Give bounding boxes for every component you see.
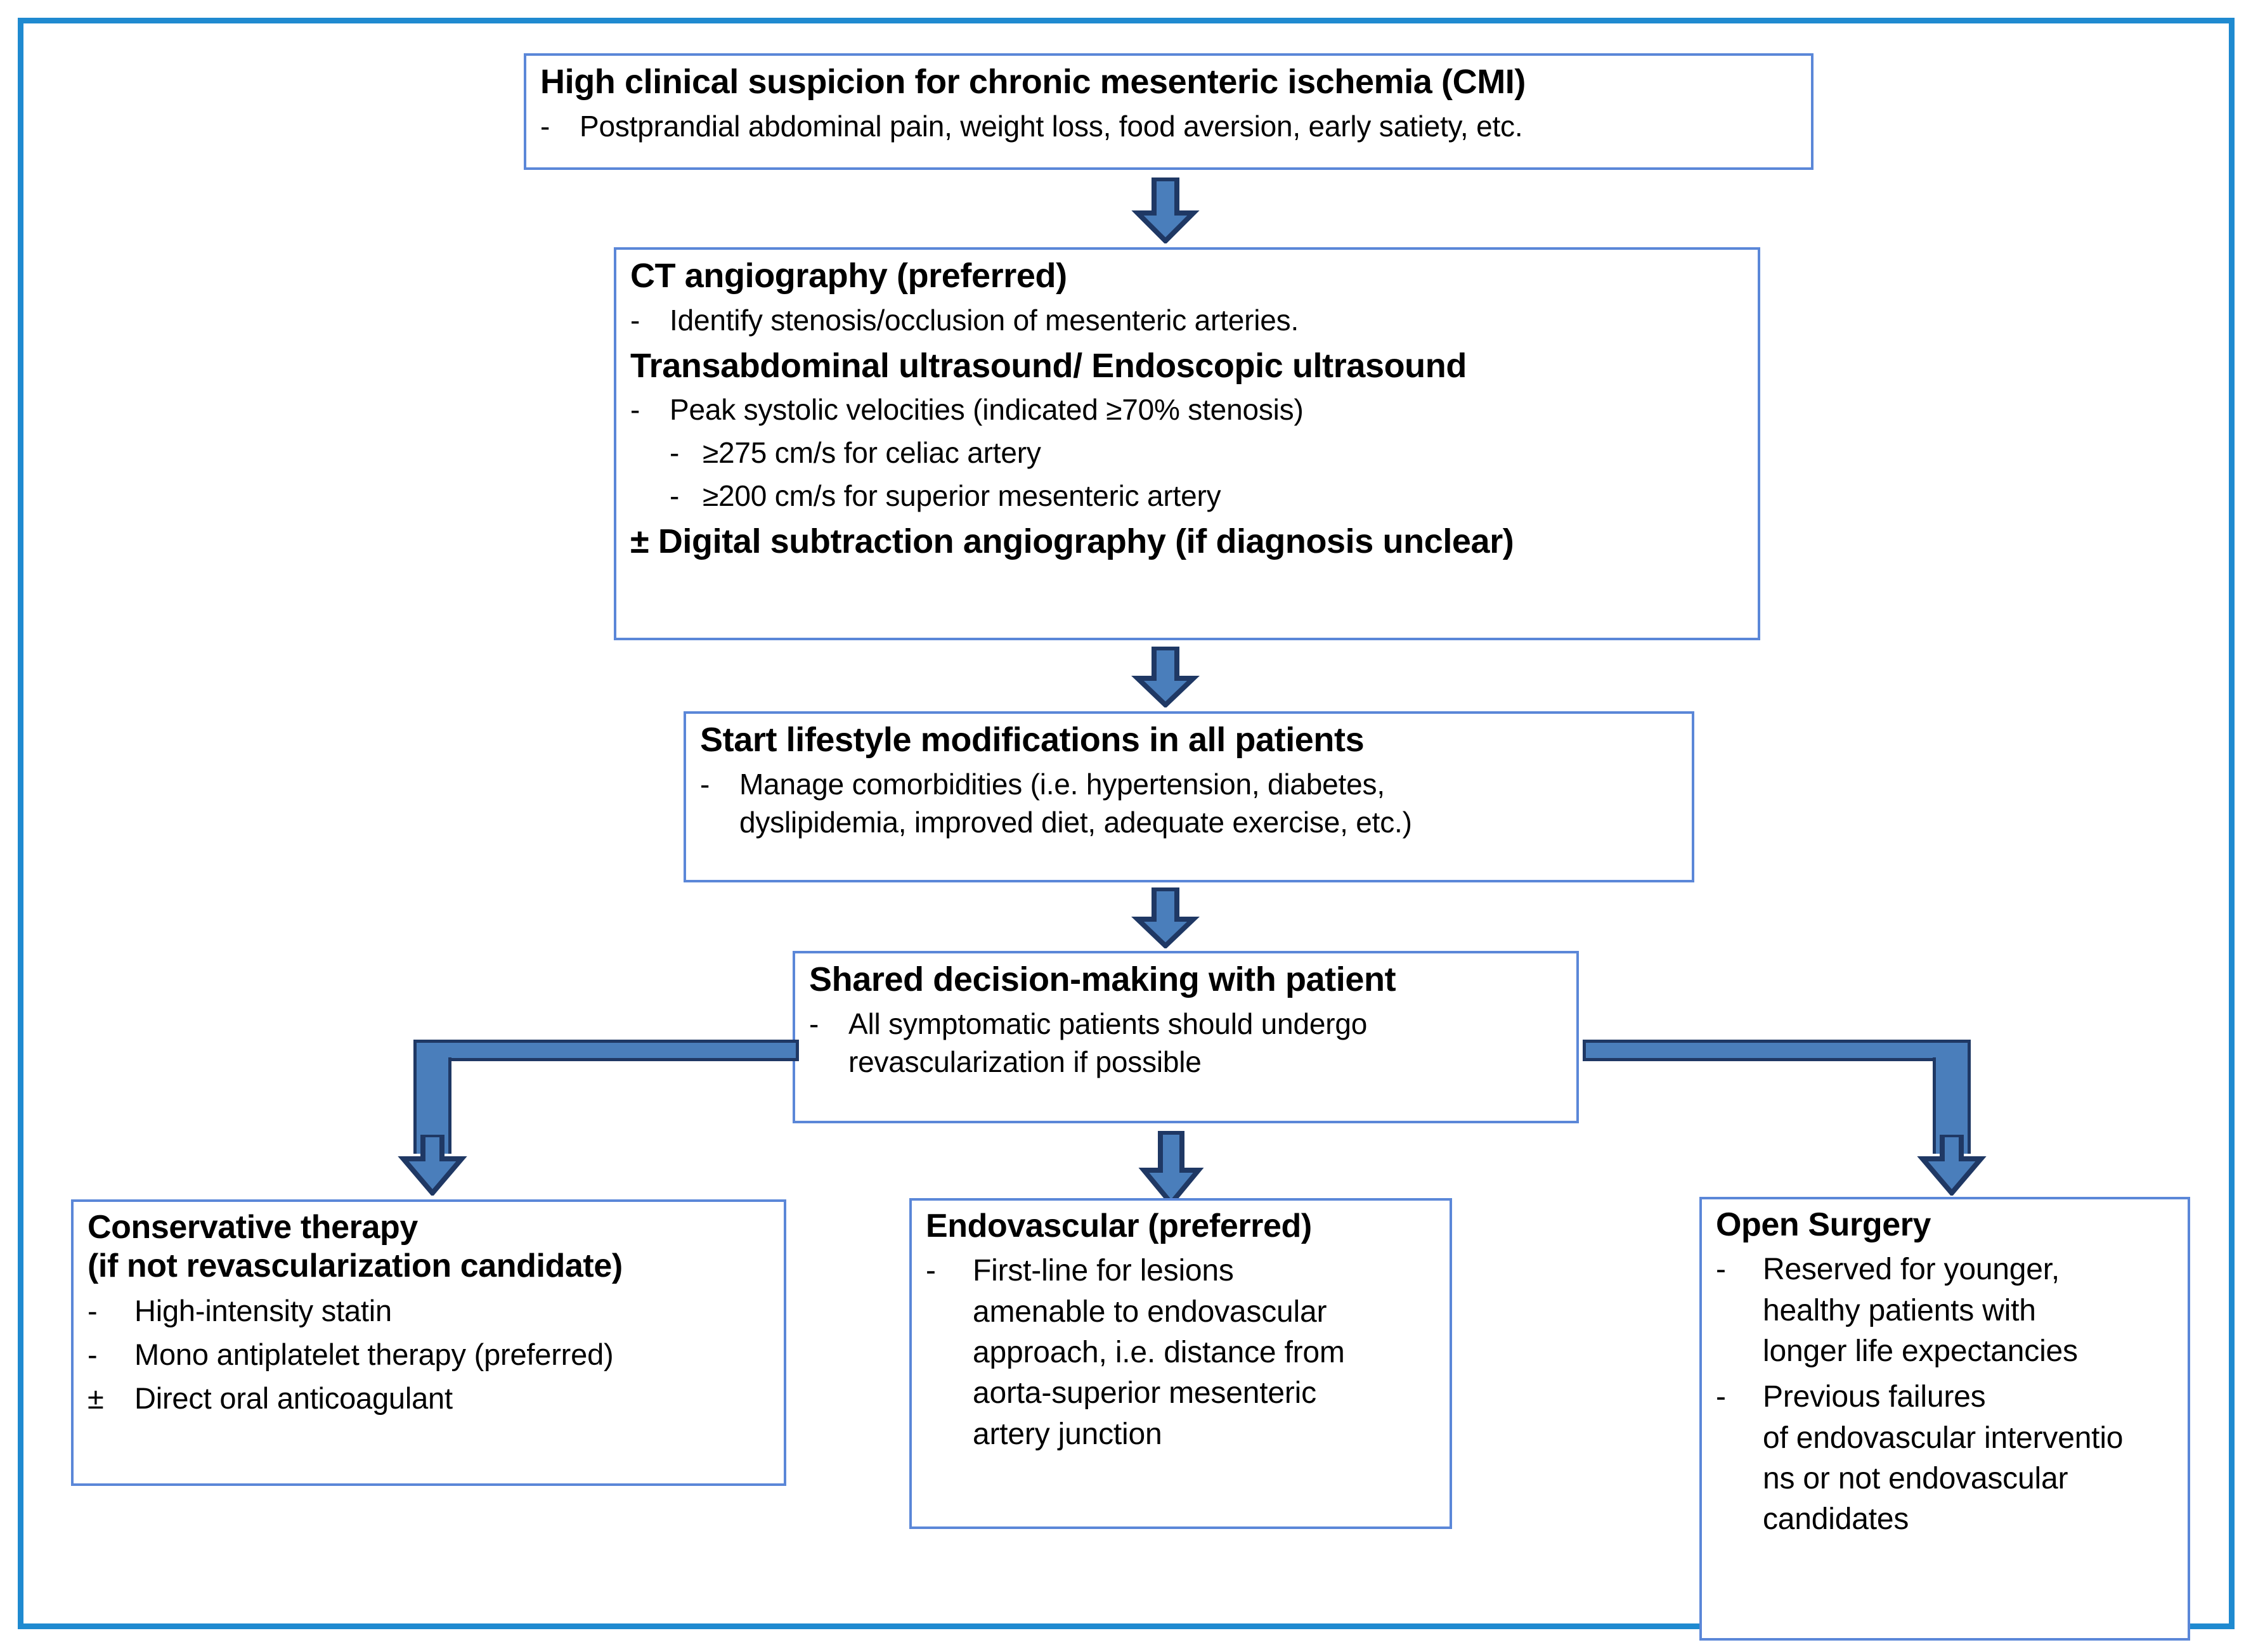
bullet-text: Peak systolic velocities (indicated ≥70%… <box>670 393 1304 427</box>
list-item-sub: - ≥275 cm/s for celiac artery <box>670 434 1748 472</box>
node-section-title: Transabdominal ultrasound/ Endoscopic ul… <box>630 346 1467 385</box>
list-item: - Mono antiplatelet therapy (preferred) <box>88 1335 774 1374</box>
list-item: ± Direct oral anticoagulant <box>88 1379 774 1417</box>
list-item: - Identify stenosis/occlusion of mesente… <box>630 302 1748 340</box>
arrow-shared-to-endovascular <box>1138 1131 1204 1206</box>
node-shared-decision-making: Shared decision-making with patient - Al… <box>793 951 1579 1123</box>
bullet-text: Manage comorbidities (i.e. hypertension,… <box>739 767 1412 839</box>
node-lifestyle-modifications: Start lifestyle modifications in all pat… <box>684 711 1694 882</box>
bullet-marker: - <box>809 1007 819 1040</box>
bullet-text: ≥200 cm/s for superior mesenteric artery <box>703 479 1221 512</box>
node-high-clinical-suspicion: High clinical suspicion for chronic mese… <box>524 53 1814 170</box>
list-item-sub: - ≥200 cm/s for superior mesenteric arte… <box>670 477 1748 515</box>
list-item: - Peak systolic velocities (indicated ≥7… <box>630 391 1748 429</box>
node-title: Open Surgery <box>1716 1206 1931 1243</box>
list-item: - High-intensity statin <box>88 1291 774 1330</box>
bullet-marker: - <box>88 1337 98 1371</box>
list-item: - Postprandial abdominal pain, weight lo… <box>540 108 1801 146</box>
bullet-marker: - <box>670 479 680 512</box>
bullet-text: Reserved for younger, healthy patients w… <box>1763 1253 2078 1368</box>
list-item: - Reserved for younger, healthy patients… <box>1716 1249 2177 1372</box>
arrow-suspicion-to-imaging <box>1131 177 1200 243</box>
connector-bar-right <box>1583 1040 1971 1061</box>
node-imaging-workup: CT angiography (preferred) - Identify st… <box>614 247 1760 640</box>
bullet-text: First-line for lesions amenable to endov… <box>973 1254 1345 1451</box>
node-conservative-therapy: Conservative therapy (if not revasculari… <box>71 1199 786 1486</box>
bullet-text: High-intensity statin <box>134 1293 392 1327</box>
bullet-marker: - <box>1716 1380 1726 1414</box>
node-title: High clinical suspicion for chronic mese… <box>540 63 1526 101</box>
connector-bar-left <box>413 1040 799 1061</box>
list-item: - Manage comorbidities (i.e. hypertensio… <box>700 766 1682 842</box>
bullet-list: - All symptomatic patients should underg… <box>809 1005 1566 1081</box>
bullet-marker: - <box>88 1293 98 1327</box>
node-title: Shared decision-making with patient <box>809 960 1396 998</box>
node-endovascular: Endovascular (preferred) - First-line fo… <box>909 1198 1452 1529</box>
bullet-text: Postprandial abdominal pain, weight loss… <box>580 109 1523 143</box>
node-open-surgery: Open Surgery - Reserved for younger, hea… <box>1699 1197 2190 1641</box>
arrow-imaging-to-lifestyle <box>1131 647 1200 707</box>
arrowhead-to-open-surgery <box>1917 1135 1987 1196</box>
bullet-marker: - <box>540 109 550 143</box>
bullet-text: All symptomatic patients should undergo … <box>848 1007 1368 1078</box>
bullet-text: Previous failures of endovascular interv… <box>1763 1380 2124 1537</box>
bullet-list: - High-intensity statin - Mono antiplate… <box>88 1291 774 1417</box>
bullet-marker: - <box>670 436 680 470</box>
bullet-text: ≥275 cm/s for celiac artery <box>703 436 1041 470</box>
bullet-list: - Manage comorbidities (i.e. hypertensio… <box>700 766 1682 842</box>
bullet-list-ct: - Identify stenosis/occlusion of mesente… <box>630 302 1748 340</box>
node-footer-title: ± Digital subtraction angiography (if di… <box>630 522 1514 560</box>
bullet-marker: - <box>630 393 640 427</box>
outer-frame-border <box>18 18 2235 1629</box>
bullet-marker: - <box>1716 1253 1726 1287</box>
node-title: CT angiography (preferred) <box>630 257 1067 295</box>
bullet-text: Identify stenosis/occlusion of mesenteri… <box>670 303 1299 337</box>
list-item: - First-line for lesions amenable to end… <box>926 1251 1439 1455</box>
bullet-marker: ± <box>88 1381 104 1415</box>
bullet-marker: - <box>700 767 710 801</box>
arrowhead-to-conservative <box>398 1135 467 1196</box>
bullet-list: - First-line for lesions amenable to end… <box>926 1251 1439 1455</box>
list-item: - Previous failures of endovascular inte… <box>1716 1377 2177 1540</box>
bullet-text: Direct oral anticoagulant <box>134 1381 453 1415</box>
node-title: Start lifestyle modifications in all pat… <box>700 721 1365 759</box>
bullet-list: - Reserved for younger, healthy patients… <box>1716 1249 2177 1540</box>
bullet-list-ultrasound: - Peak systolic velocities (indicated ≥7… <box>630 391 1748 515</box>
bullet-text: Mono antiplatelet therapy (preferred) <box>134 1337 614 1371</box>
bullet-list: - Postprandial abdominal pain, weight lo… <box>540 108 1801 146</box>
arrow-lifestyle-to-shared <box>1131 887 1200 948</box>
list-item: - All symptomatic patients should underg… <box>809 1005 1566 1081</box>
bullet-marker: - <box>630 303 640 337</box>
node-title: Conservative therapy (if not revasculari… <box>88 1209 623 1285</box>
bullet-marker: - <box>926 1254 936 1288</box>
node-title: Endovascular (preferred) <box>926 1208 1312 1244</box>
